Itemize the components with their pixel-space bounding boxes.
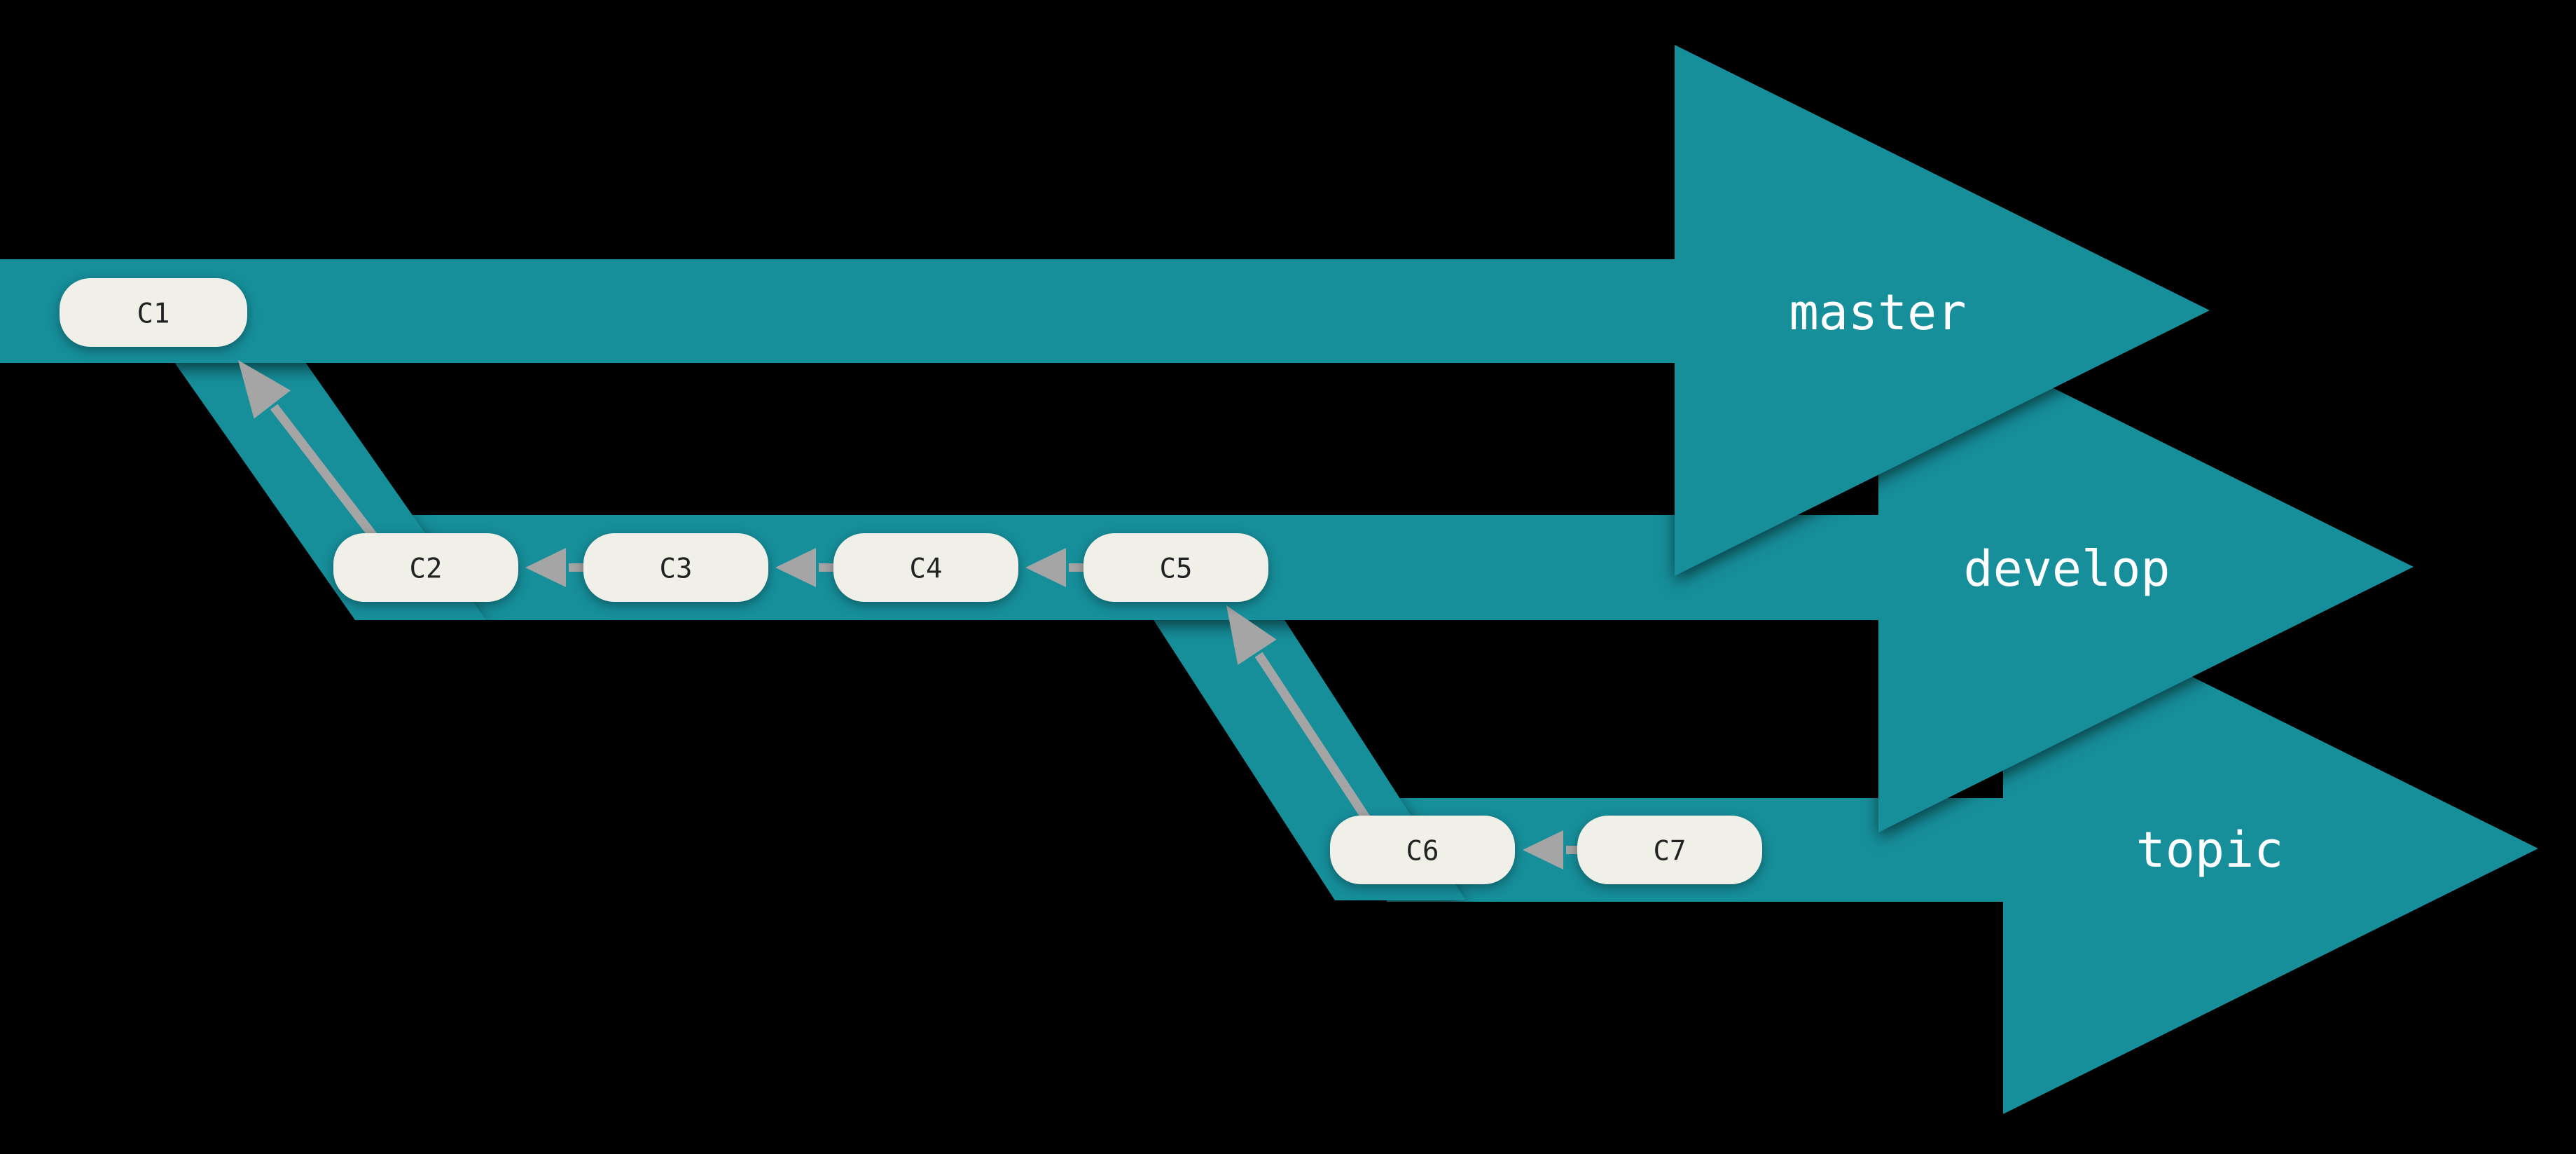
commit-pill [1083,533,1268,602]
commit-pill [1577,816,1762,884]
commit-node-C5: C5 [1083,533,1268,602]
parent-arrow-C6-C5 [1226,605,1377,831]
commit-node-C3: C3 [583,533,768,602]
commit-label-C1: C1 [137,298,170,330]
commit-label-C2: C2 [410,554,443,585]
commit-pill [583,533,768,602]
parent-arrowhead-icon [525,548,566,587]
commit-node-C4: C4 [833,533,1018,602]
commit-label-C6: C6 [1406,836,1439,867]
commit-label-C7: C7 [1654,836,1687,867]
branch-arrow-master [0,45,2210,576]
parent-arrowhead-icon [238,360,291,419]
commit-node-C7: C7 [1577,816,1762,884]
commit-pill [60,278,247,347]
parent-arrowhead-icon [775,548,816,587]
branch-label-develop: develop [1963,540,2170,598]
commit-pill [1330,816,1515,884]
parent-arrow-line [1254,652,1377,831]
parent-arrowhead-icon [1025,548,1066,587]
parent-arrowhead-icon [1226,605,1277,665]
commit-pill [833,533,1018,602]
commit-node-C2: C2 [333,533,518,602]
commit-node-C1: C1 [60,278,247,347]
commit-label-C4: C4 [910,554,943,585]
commit-label-C5: C5 [1160,554,1193,585]
branch-arrow-topic [1387,583,2538,1114]
parent-arrowhead-icon [1523,830,1563,870]
branch-label-master: master [1789,284,1967,341]
commit-pill [333,533,518,602]
commit-node-C6: C6 [1330,816,1515,884]
commit-label-C3: C3 [660,554,693,585]
branch-label-topic: topic [2136,821,2284,879]
